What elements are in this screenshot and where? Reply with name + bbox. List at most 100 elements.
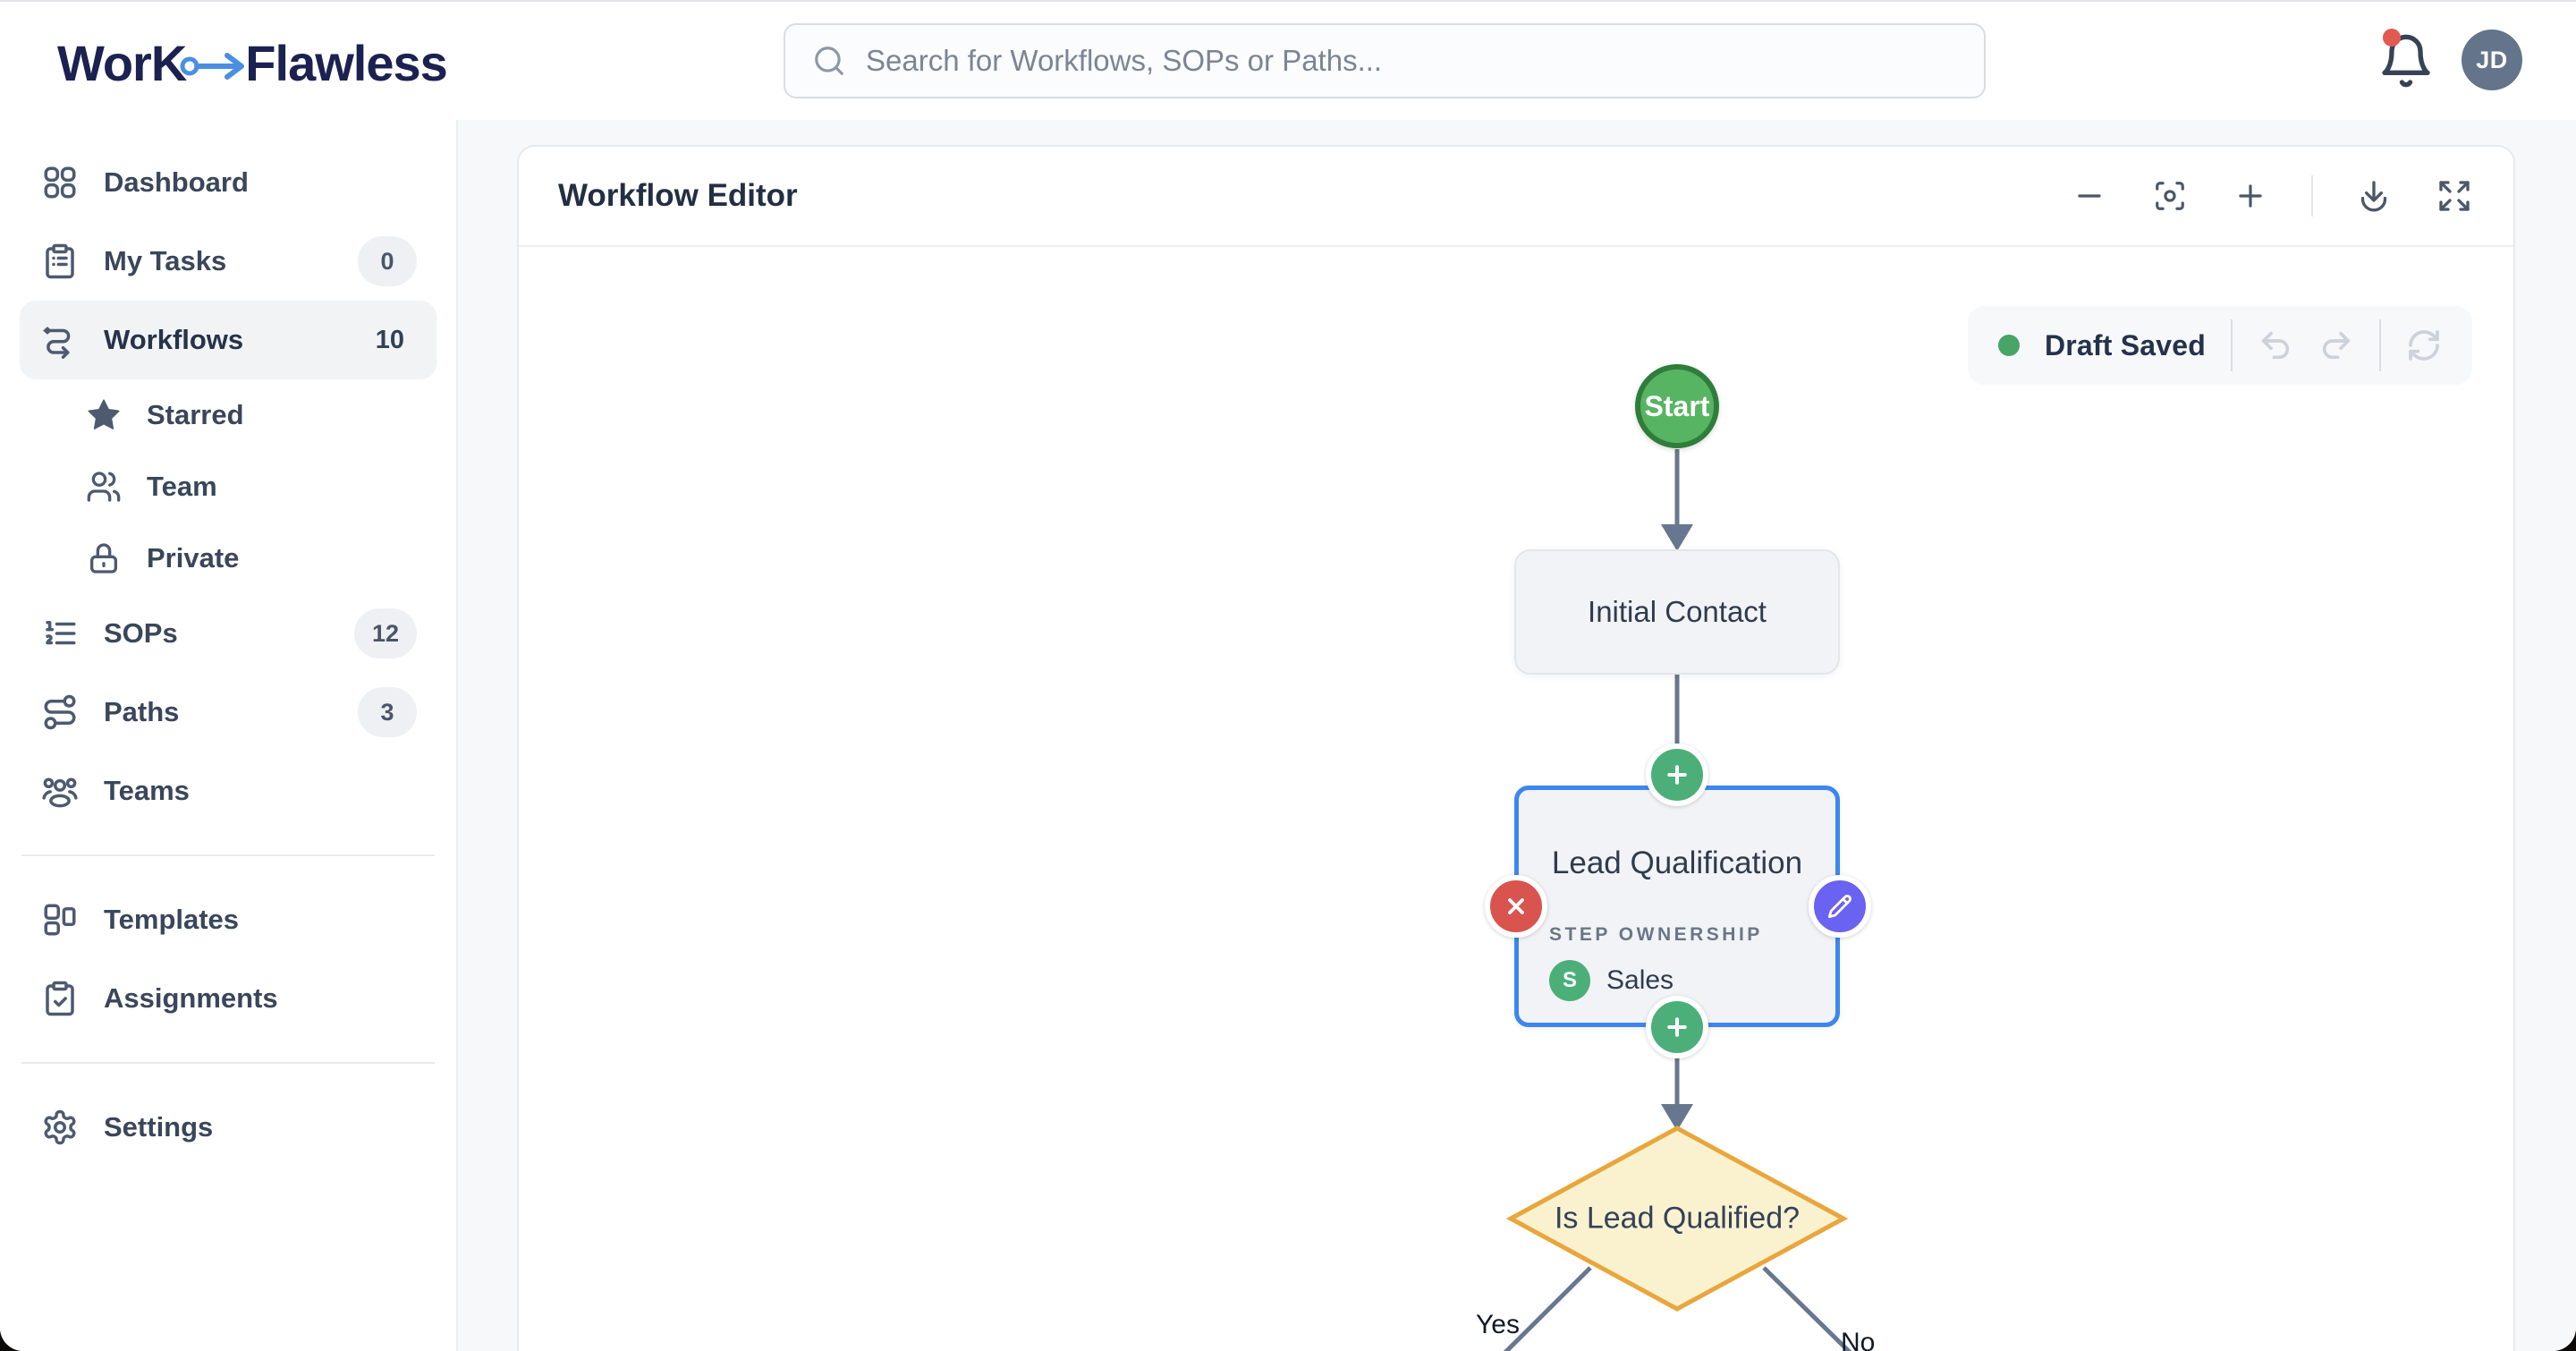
step-node-label: Initial Contact bbox=[1588, 595, 1767, 628]
redo-icon bbox=[2322, 331, 2351, 360]
saved-status-dot bbox=[1997, 335, 2020, 356]
star-icon bbox=[86, 397, 122, 433]
avatar-initials: JD bbox=[2476, 46, 2508, 73]
sidebar-item-templates[interactable]: Templates bbox=[20, 880, 436, 959]
fit-view-button[interactable] bbox=[2150, 176, 2190, 216]
sidebar-item-label: Teams bbox=[104, 775, 190, 806]
redo-button[interactable] bbox=[2318, 327, 2354, 363]
zoom-out-button[interactable] bbox=[2070, 176, 2109, 216]
sidebar-item-label: Templates bbox=[104, 904, 240, 935]
lock-icon bbox=[86, 540, 122, 576]
sidebar-item-label: Starred bbox=[147, 399, 244, 430]
sidebar-item-label: Assignments bbox=[104, 982, 278, 1014]
sidebar-item-settings[interactable]: Settings bbox=[20, 1088, 436, 1167]
brand-logo-part2: Flawless bbox=[245, 35, 447, 91]
user-avatar[interactable]: JD bbox=[2462, 30, 2522, 90]
download-button[interactable] bbox=[2354, 176, 2394, 216]
sops-badge: 12 bbox=[353, 608, 417, 659]
sidebar-item-label: My Tasks bbox=[104, 245, 227, 276]
sidebar-item-team[interactable]: Team bbox=[20, 451, 436, 523]
workflow-flow-icon bbox=[41, 321, 79, 359]
sidebar-divider bbox=[21, 1062, 435, 1064]
undo-icon bbox=[2261, 331, 2290, 360]
fullscreen-button[interactable] bbox=[2435, 176, 2474, 216]
toolbar-divider bbox=[2311, 175, 2313, 217]
sidebar-item-private[interactable]: Private bbox=[20, 523, 436, 594]
sync-button[interactable] bbox=[2406, 327, 2442, 363]
plus-icon bbox=[1667, 1017, 1687, 1037]
expand-icon bbox=[2439, 181, 2470, 211]
download-icon bbox=[2360, 181, 2387, 212]
draft-status-bar: Draft Saved bbox=[1967, 306, 2472, 385]
undo-button[interactable] bbox=[2258, 327, 2293, 363]
sidebar-divider bbox=[21, 854, 435, 856]
top-header: WorK Flawless JD bbox=[0, 2, 2576, 120]
pencil-icon bbox=[1827, 895, 1852, 919]
step-node-lead-qualification[interactable]: Lead Qualification STEP OWNERSHIP S Sale… bbox=[1514, 786, 1840, 1027]
panel-header: Workflow Editor bbox=[519, 147, 2513, 247]
add-step-below-button[interactable] bbox=[1646, 996, 1708, 1058]
branch-label-yes: Yes bbox=[1476, 1310, 1520, 1339]
workflows-count: 10 bbox=[375, 325, 404, 354]
sidebar-item-label: Paths bbox=[104, 696, 180, 727]
delete-step-button[interactable] bbox=[1485, 875, 1547, 938]
plus-icon bbox=[1667, 765, 1687, 785]
gear-icon bbox=[41, 1109, 79, 1146]
sidebar-item-paths[interactable]: Paths 3 bbox=[20, 673, 436, 752]
status-divider bbox=[2231, 319, 2233, 371]
my-tasks-badge: 0 bbox=[358, 236, 417, 286]
clipboard-check-icon bbox=[41, 980, 79, 1017]
decision-node-label[interactable]: Is Lead Qualified? bbox=[1554, 1201, 1801, 1236]
minus-icon bbox=[2078, 194, 2101, 198]
templates-layout-icon bbox=[41, 901, 79, 939]
saved-status-label: Draft Saved bbox=[2044, 328, 2206, 361]
branch-label-no: No bbox=[1841, 1328, 1876, 1351]
workflow-editor-panel: Workflow Editor bbox=[517, 145, 2515, 1351]
edit-step-button[interactable] bbox=[1809, 875, 1871, 938]
search-icon bbox=[815, 47, 843, 75]
status-divider bbox=[2379, 319, 2381, 371]
close-x-icon bbox=[1508, 898, 1524, 914]
main-content: Workflow Editor bbox=[458, 120, 2576, 1351]
workflow-canvas[interactable]: Draft Saved bbox=[519, 247, 2513, 1351]
workflow-connectors bbox=[1503, 449, 1852, 1351]
owner-row: S Sales bbox=[1549, 960, 1763, 1001]
sidebar-item-label: Team bbox=[147, 471, 217, 502]
sidebar-item-label: Workflows bbox=[104, 324, 244, 355]
sidebar-item-workflows[interactable]: Workflows 10 bbox=[20, 301, 436, 379]
sidebar-item-label: Private bbox=[147, 542, 240, 574]
sidebar-nav: Dashboard My Tasks 0 Wo bbox=[0, 120, 458, 1351]
owner-name: Sales bbox=[1606, 965, 1674, 995]
clipboard-list-icon bbox=[41, 242, 79, 280]
numbered-list-icon bbox=[41, 615, 79, 652]
zoom-in-button[interactable] bbox=[2231, 176, 2270, 216]
decision-diamond[interactable] bbox=[1505, 1126, 1849, 1312]
sidebar-item-label: SOPs bbox=[104, 617, 178, 649]
step-node-label: Lead Qualification bbox=[1551, 845, 1803, 880]
step-ownership-heading: STEP OWNERSHIP bbox=[1549, 924, 1763, 945]
sidebar-item-assignments[interactable]: Assignments bbox=[20, 959, 436, 1038]
add-step-above-button[interactable] bbox=[1646, 743, 1708, 806]
editor-toolbar bbox=[2070, 175, 2474, 217]
plus-icon bbox=[2239, 184, 2262, 208]
brand-logo-part1: WorK bbox=[57, 35, 187, 91]
step-node-initial-contact[interactable]: Initial Contact bbox=[1514, 549, 1840, 675]
sidebar-item-sops[interactable]: SOPs 12 bbox=[20, 594, 436, 673]
brand-arrow-icon bbox=[177, 41, 252, 91]
sidebar-item-dashboard[interactable]: Dashboard bbox=[20, 143, 436, 222]
people-group-icon bbox=[41, 772, 79, 810]
start-node-label: Start bbox=[1644, 389, 1710, 422]
route-icon bbox=[41, 693, 79, 731]
global-search[interactable] bbox=[784, 23, 1986, 98]
sidebar-item-teams[interactable]: Teams bbox=[20, 752, 436, 830]
start-node[interactable]: Start bbox=[1635, 364, 1719, 448]
search-input[interactable] bbox=[866, 44, 1957, 78]
sidebar-item-label: Settings bbox=[104, 1111, 214, 1143]
dashboard-grid-icon bbox=[41, 164, 79, 201]
brand-logo[interactable]: WorK Flawless bbox=[57, 34, 448, 92]
focus-scan-icon bbox=[2156, 182, 2184, 210]
sidebar-item-my-tasks[interactable]: My Tasks 0 bbox=[20, 222, 436, 301]
sidebar-item-starred[interactable]: Starred bbox=[20, 379, 436, 451]
sidebar-item-label: Dashboard bbox=[104, 166, 249, 198]
